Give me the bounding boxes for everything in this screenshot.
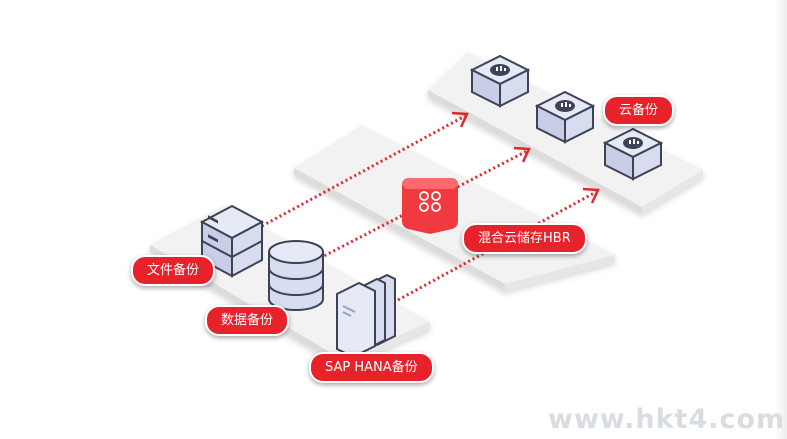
database-icon <box>268 240 324 311</box>
file-backup-label: 文件备份 <box>131 255 216 286</box>
arrow-file-to-cloud-1 <box>261 111 469 228</box>
watermark: www.hkt4.com <box>548 404 786 435</box>
sap-backup-label: SAP HANA备份 <box>309 352 434 383</box>
cloud-storage-icon <box>602 127 664 181</box>
page-edge-shadow <box>775 0 787 439</box>
sap-stack-icon <box>336 273 396 359</box>
db-backup-label: 数据备份 <box>205 305 290 336</box>
arrow-sap-to-cloud-3 <box>397 187 600 302</box>
hbr-label: 混合云储存HBR <box>462 223 587 254</box>
cloud-storage-icon <box>534 90 596 144</box>
server-icon <box>199 204 265 278</box>
cloud-storage-icon <box>469 54 531 108</box>
hbr-node-icon <box>402 178 458 234</box>
cloud-backup-label: 云备份 <box>603 95 675 126</box>
